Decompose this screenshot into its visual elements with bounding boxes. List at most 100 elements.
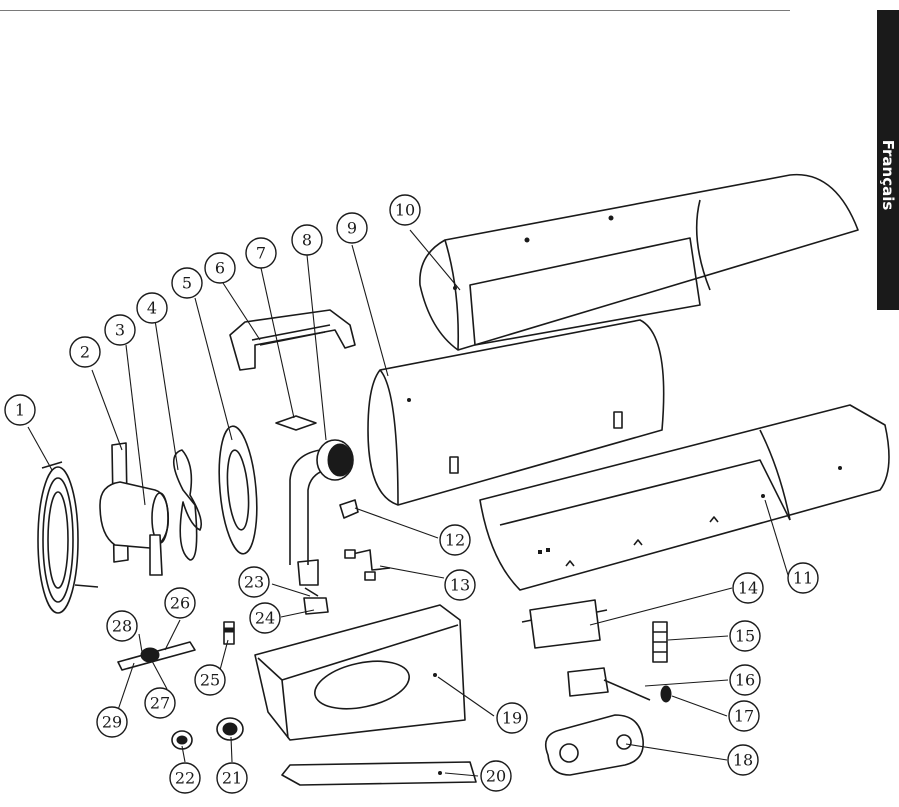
- callout-number: 23: [244, 573, 264, 592]
- callout-number: 27: [150, 694, 170, 713]
- part-12-fitting: [339, 499, 359, 519]
- part-2-3-motor: [99, 442, 170, 576]
- part-9-combustion-cylinder: [367, 319, 665, 506]
- part-4-fan-blade: [172, 449, 203, 561]
- callout-number: 26: [170, 594, 190, 613]
- callout-number: 24: [255, 609, 275, 628]
- callout-13: 13: [444, 569, 476, 601]
- callout-number: 10: [395, 201, 415, 220]
- part-10-top-shell: [419, 173, 859, 351]
- callout-4: 4: [136, 292, 168, 324]
- callout-17: 17: [728, 700, 760, 732]
- part-17-knob: [660, 685, 672, 703]
- callout-15: 15: [729, 620, 761, 652]
- part-6-handle: [229, 309, 356, 371]
- callout-1: 1: [4, 394, 36, 426]
- callout-number: 18: [733, 751, 753, 770]
- callout-number: 9: [347, 219, 357, 238]
- language-tab-label: Français: [879, 140, 897, 211]
- callout-circle: [729, 620, 761, 652]
- part-5-disc: [218, 425, 258, 555]
- callout-28: 28: [106, 610, 138, 642]
- part-25-clip: [223, 621, 235, 645]
- callout-22: 22: [169, 762, 201, 794]
- callout-circle: [444, 569, 476, 601]
- callout-number: 5: [182, 274, 192, 293]
- callout-19: 19: [496, 702, 528, 734]
- callout-circle: [204, 252, 236, 284]
- part-14-control-box: [521, 599, 608, 649]
- language-tab-label-svg: Français: [879, 140, 897, 211]
- callout-number: 15: [735, 627, 755, 646]
- part-7-wing-nut: [275, 415, 317, 431]
- callout-circle: [291, 224, 323, 256]
- callout-number: 7: [256, 244, 266, 263]
- callout-number: 1: [15, 401, 25, 420]
- callout-circle: [4, 394, 36, 426]
- part-8-burner-tube: [289, 439, 354, 586]
- callout-number: 14: [738, 579, 758, 598]
- part-23-24-valve: [303, 587, 329, 615]
- callout-2: 2: [69, 336, 101, 368]
- callout-3: 3: [104, 314, 136, 346]
- callout-circle: [169, 762, 201, 794]
- callout-number: 17: [734, 707, 754, 726]
- part-11-bottom-shell: [479, 404, 890, 591]
- callout-25: 25: [194, 664, 226, 696]
- callout-number: 25: [200, 671, 220, 690]
- callout-number: 12: [445, 531, 465, 550]
- callout-circle: [245, 237, 277, 269]
- language-side-tab: Français: [877, 10, 899, 310]
- callout-circle: [389, 194, 421, 226]
- callout-circle: [136, 292, 168, 324]
- part-15-connector: [652, 621, 668, 663]
- callout-circle: [171, 267, 203, 299]
- part-20-base-plate: [281, 761, 477, 786]
- callout-circle: [216, 762, 248, 794]
- callout-number: 20: [486, 767, 506, 786]
- callout-number: 11: [793, 569, 813, 588]
- callout-circle: [480, 760, 512, 792]
- part-26-29-bracket: [117, 641, 196, 671]
- callout-10: 10: [389, 194, 421, 226]
- callout-24: 24: [249, 602, 281, 634]
- callout-7: 7: [245, 237, 277, 269]
- callout-circle: [164, 587, 196, 619]
- callout-circle: [336, 212, 368, 244]
- callout-29: 29: [96, 706, 128, 738]
- callout-circle: [106, 610, 138, 642]
- callout-number: 22: [175, 769, 195, 788]
- callout-circle: [69, 336, 101, 368]
- callout-number: 3: [115, 321, 125, 340]
- callout-number: 6: [215, 259, 225, 278]
- callout-circle: [144, 687, 176, 719]
- callout-12: 12: [439, 524, 471, 556]
- callout-circle: [238, 566, 270, 598]
- callout-26: 26: [164, 587, 196, 619]
- callout-circle: [104, 314, 136, 346]
- callout-20: 20: [480, 760, 512, 792]
- callout-6: 6: [204, 252, 236, 284]
- part-1-rear-guard: [37, 461, 99, 614]
- callout-circle: [496, 702, 528, 734]
- callout-5: 5: [171, 267, 203, 299]
- callout-circle: [729, 664, 761, 696]
- callout-circle: [732, 572, 764, 604]
- callout-11: 11: [787, 562, 819, 594]
- part-16-thermostat: [567, 667, 651, 701]
- callout-16: 16: [729, 664, 761, 696]
- callout-number: 16: [735, 671, 755, 690]
- callout-number: 19: [502, 709, 522, 728]
- callout-number: 13: [450, 576, 470, 595]
- callout-circle: [249, 602, 281, 634]
- callout-circle: [728, 700, 760, 732]
- top-rule: [0, 10, 790, 11]
- callout-18: 18: [727, 744, 759, 776]
- part-21-knob: [216, 717, 244, 741]
- callout-circle: [727, 744, 759, 776]
- callout-8: 8: [291, 224, 323, 256]
- part-22-knob: [171, 730, 193, 750]
